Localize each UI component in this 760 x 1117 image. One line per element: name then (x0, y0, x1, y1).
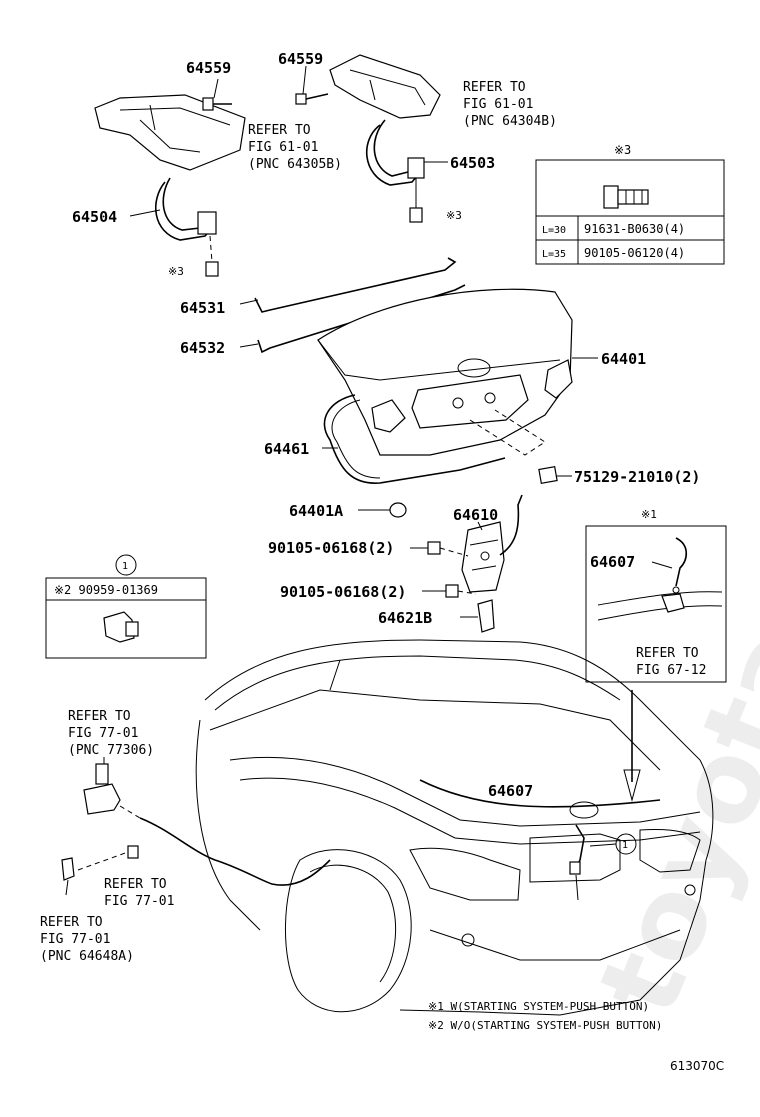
label-64503: 64503 (450, 154, 495, 172)
plug-64401a (389, 502, 407, 518)
bolt-table-len-2: L=35 (542, 249, 566, 260)
label-64401a: 64401A (289, 502, 343, 520)
label-64504: 64504 (72, 208, 117, 226)
leader-64559-left (213, 78, 219, 99)
label-64621b: 64621B (378, 609, 432, 627)
figure-number: 613070C (670, 1059, 724, 1073)
label-mark3-left: ※3 (168, 265, 184, 278)
label-75129: 75129-21010(2) (574, 468, 700, 486)
hinge-64503 (366, 119, 425, 223)
ref7701c-line-3: (PNC 64648A) (40, 949, 134, 964)
bolt-table-len-1: L=30 (542, 225, 566, 236)
label-64532: 64532 (180, 339, 225, 357)
label-90105-upper: 90105-06168(2) (268, 539, 394, 557)
leader-64610 (477, 521, 483, 531)
ref6101b-line-3: (PNC 64304B) (463, 114, 557, 129)
car-body (195, 639, 714, 1016)
leader-7701c (65, 879, 69, 896)
weatherstrip-64461 (323, 394, 506, 484)
bolt-table-header: ※3 (614, 143, 631, 157)
opener-cable (61, 805, 331, 886)
label-64461: 64461 (264, 440, 309, 458)
note-1: ※1 W(STARTING SYSTEM-PUSH BUTTON) (428, 1000, 649, 1013)
label-90105-lower: 90105-06168(2) (280, 583, 406, 601)
bolt-table (535, 159, 725, 265)
ref7701b-line-1: REFER TO (104, 877, 167, 892)
torsion-bar-64532 (239, 284, 466, 354)
lock-assembly-64610 (461, 494, 523, 593)
hinge-64504 (154, 177, 219, 277)
ref7701b-line-2: FIG 77-01 (104, 894, 174, 909)
ref7701a-line-3: (PNC 77306) (68, 743, 154, 758)
ref6101b-line-2: FIG 61-01 (463, 97, 533, 112)
bolt-90105-lower (445, 584, 477, 598)
cushion-75129 (538, 466, 558, 484)
label-64607: 64607 (488, 782, 533, 800)
label-mark1: ※1 (641, 508, 657, 521)
note-2: ※2 W/O(STARTING SYSTEM-PUSH BUTTON) (428, 1019, 662, 1032)
label-64401: 64401 (601, 350, 646, 368)
label-64559-left: 64559 (186, 59, 231, 77)
ref7701c-line-2: FIG 77-01 (40, 932, 110, 947)
label-64607-inset: 64607 (590, 553, 635, 571)
bolt-90105-upper (427, 541, 469, 557)
labels: 64559 64559 64503 64504 64531 64532 6440… (72, 50, 700, 851)
leader-circle-1 (589, 843, 617, 847)
label-64559-right: 64559 (278, 50, 323, 68)
inset-box-mark1 (585, 525, 727, 683)
leader-64504 (129, 209, 161, 217)
ref6712-line-2: FIG 67-12 (636, 663, 706, 678)
ref7701a-line-1: REFER TO (68, 709, 131, 724)
ref7701a-line-2: FIG 77-01 (68, 726, 138, 741)
label-mark3-right: ※3 (446, 209, 462, 222)
torsion-bar-64531 (239, 257, 457, 313)
label-circle1-car: 1 (622, 840, 628, 851)
bolt-64559-right (295, 93, 329, 105)
label-64531: 64531 (180, 299, 225, 317)
hinge-bracket-left (94, 94, 246, 171)
ref6712-line-1: REFER TO (636, 646, 699, 661)
inset-box-1 (45, 554, 207, 659)
hinge-bracket-right (329, 54, 441, 119)
leader-64559-right (302, 65, 307, 95)
striker-64621b (477, 599, 495, 633)
label-64610: 64610 (453, 506, 498, 524)
label-circle1-inset: 1 (122, 561, 128, 572)
trunk-lid-64401 (317, 288, 573, 456)
bolt-64559-left (202, 97, 232, 111)
ref7701c-line-1: REFER TO (40, 915, 103, 930)
pointer-arrow (623, 690, 641, 802)
opener-switch (83, 757, 121, 815)
ref6101a-line-3: (PNC 64305B) (248, 157, 342, 172)
bolt-table-part-1: 91631-B0630(4) (584, 222, 685, 236)
ref6101a-line-2: FIG 61-01 (248, 140, 318, 155)
inset-part-number: ※2 90959-01369 (54, 583, 158, 597)
bolt-table-part-2: 90105-06120(4) (584, 246, 685, 260)
ref6101b-line-1: REFER TO (463, 80, 526, 95)
ref6101a-line-1: REFER TO (248, 123, 311, 138)
